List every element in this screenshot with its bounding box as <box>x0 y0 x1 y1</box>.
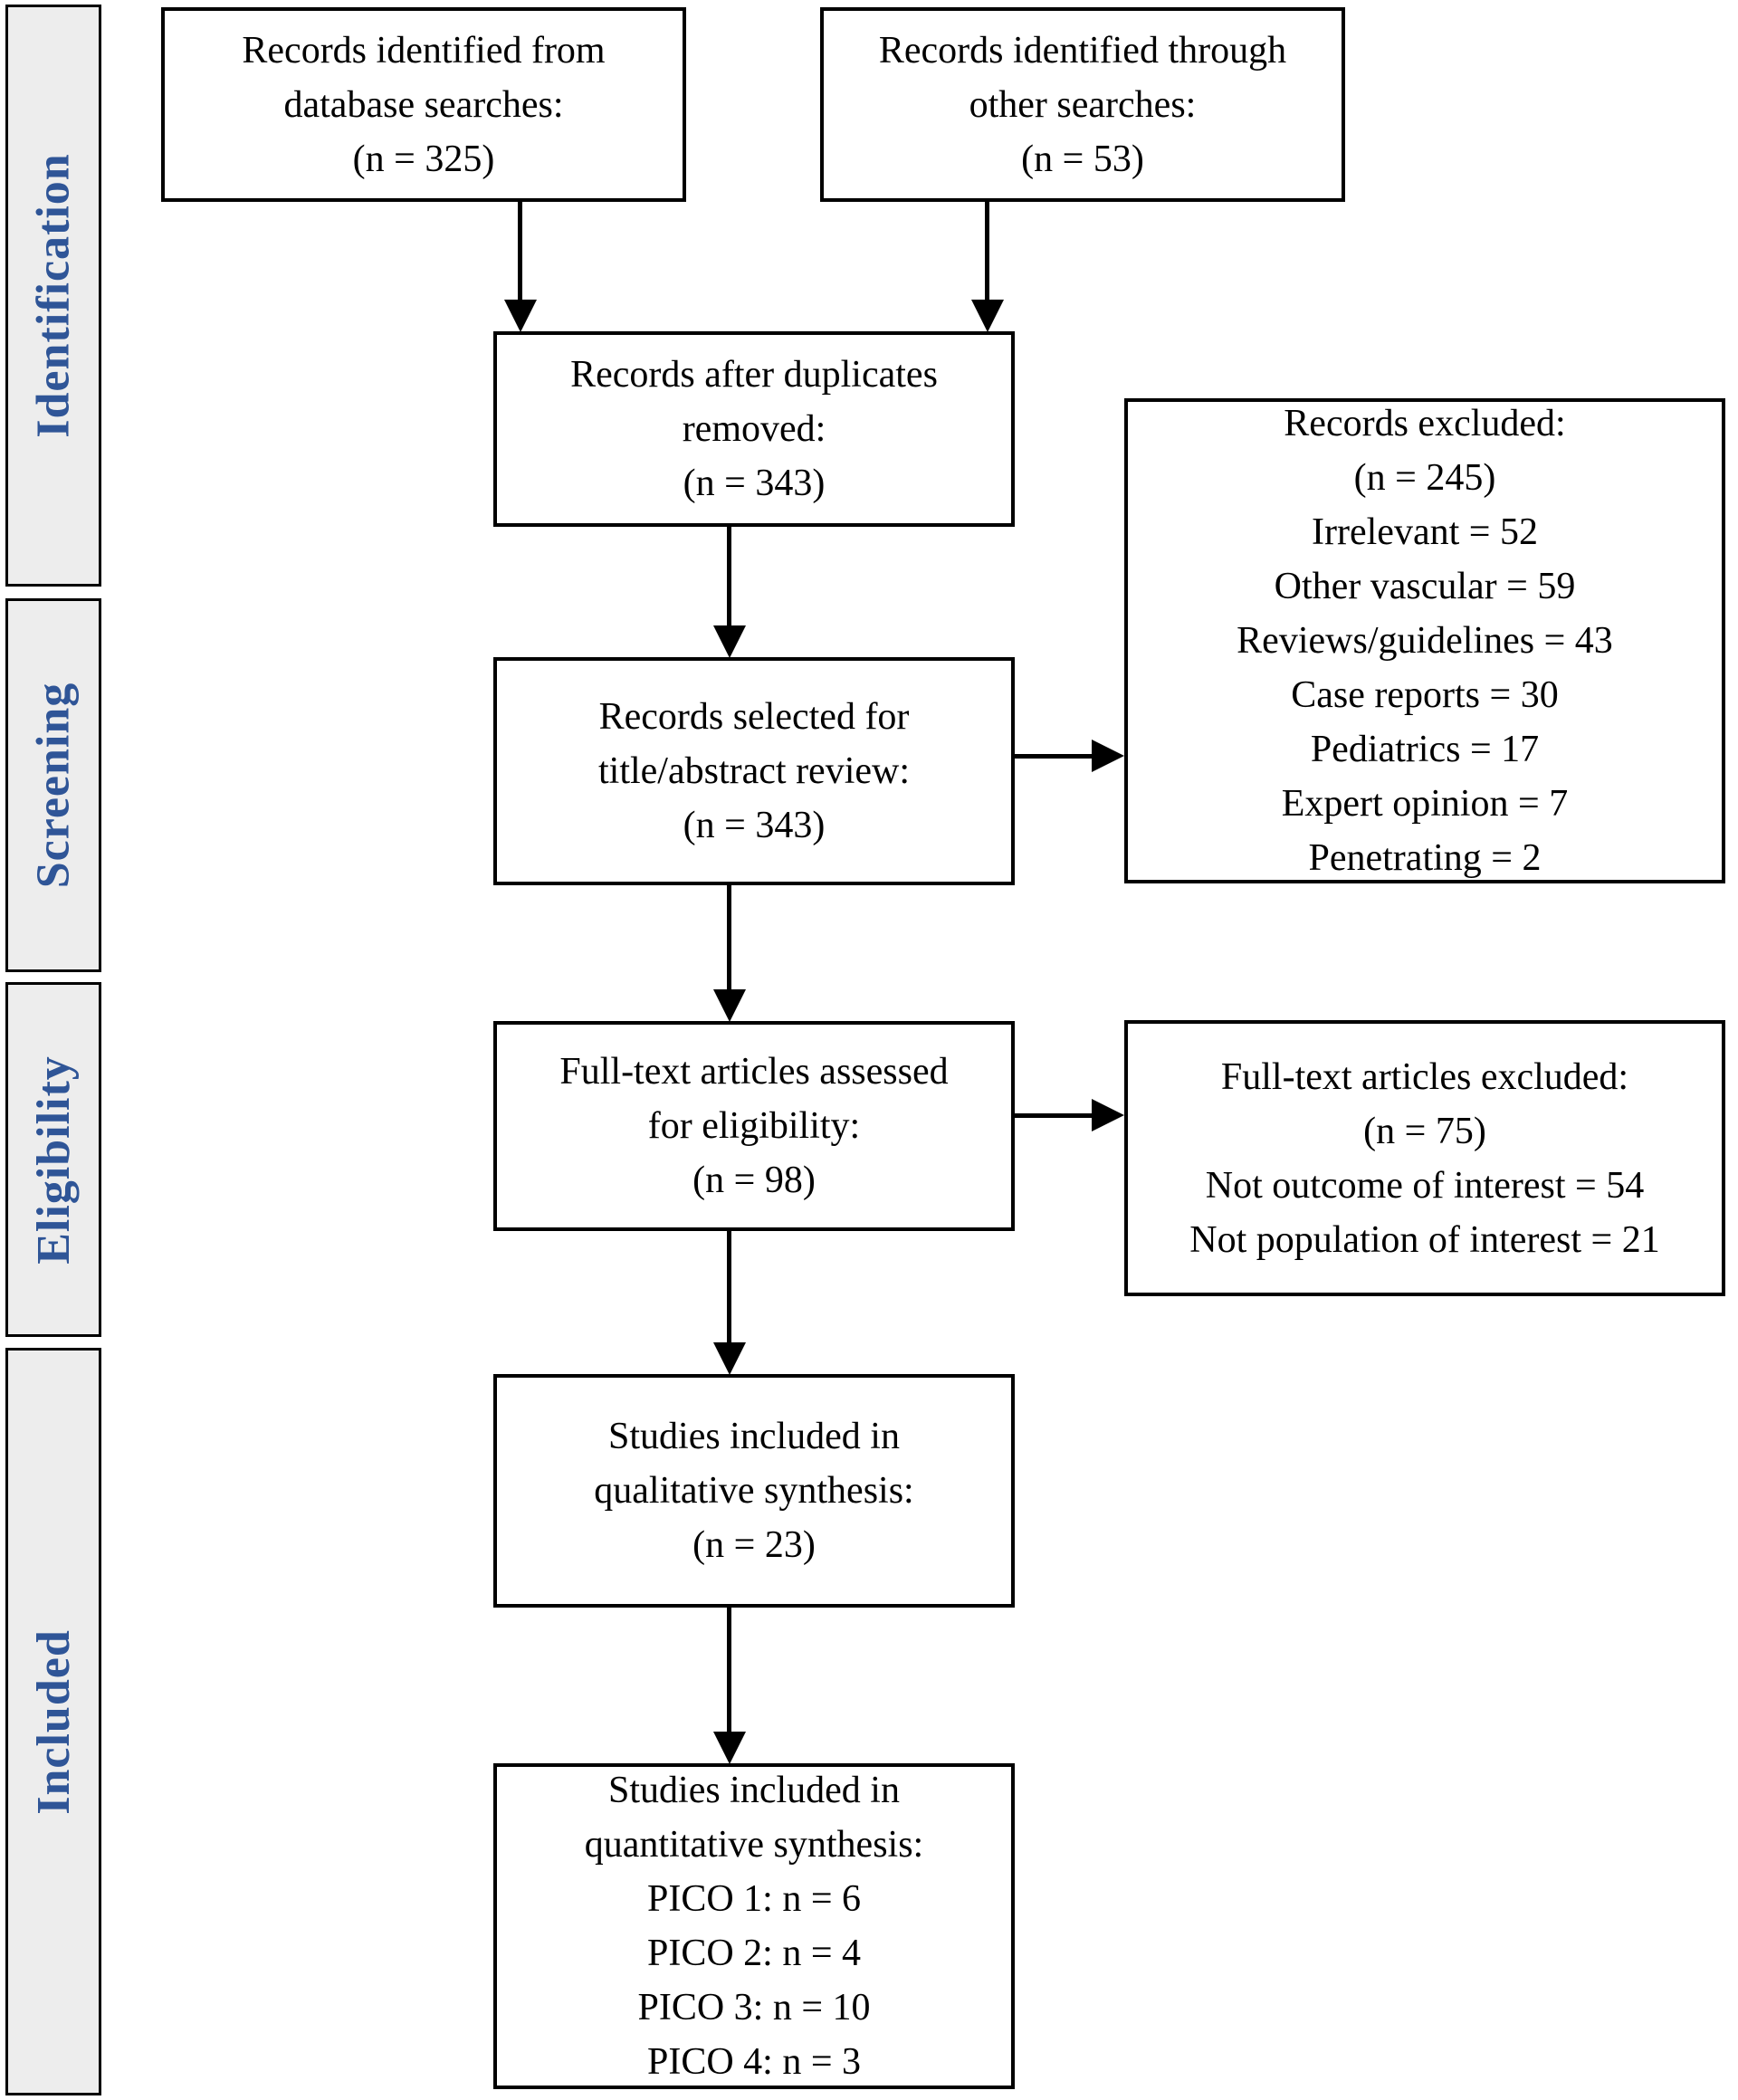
box-quantitative-synthesis: Studies included in quantitative synthes… <box>493 1763 1015 2089</box>
arrowhead-right-icon <box>1092 1099 1124 1131</box>
box-title-abstract-review: Records selected for title/abstract revi… <box>493 657 1015 885</box>
arrow-line <box>727 526 731 630</box>
box-text: Studies included in qualitative synthesi… <box>594 1416 914 1566</box>
arrow-line <box>1014 1113 1095 1118</box>
stage-label: Identification <box>27 153 80 438</box>
box-records-identified-other: Records identified through other searche… <box>820 7 1345 202</box>
stage-label: Screening <box>27 682 80 889</box>
box-text: Records identified from database searche… <box>242 29 606 180</box>
arrowhead-down-icon <box>504 300 537 332</box>
stage-screening: Screening <box>5 598 101 972</box>
arrow-line <box>518 201 522 302</box>
stage-label: Eligibility <box>27 1055 80 1265</box>
arrow-line <box>985 201 989 302</box>
arrowhead-right-icon <box>1092 740 1124 772</box>
box-text: Records selected for title/abstract revi… <box>597 696 911 846</box>
box-text: Full-text articles excluded: (n = 75) No… <box>1189 1055 1660 1261</box>
arrowhead-down-icon <box>713 625 746 658</box>
box-text: Full-text articles assessed for eligibil… <box>559 1051 949 1201</box>
arrow-line <box>727 1230 731 1345</box>
box-fulltext-assessed: Full-text articles assessed for eligibil… <box>493 1021 1015 1231</box>
box-records-excluded: Records excluded: (n = 245) Irrelevant =… <box>1124 398 1725 883</box>
box-records-after-duplicates: Records after duplicates removed: (n = 3… <box>493 331 1015 527</box>
stage-included: Included <box>5 1348 101 2095</box>
box-qualitative-synthesis: Studies included in qualitative synthesi… <box>493 1374 1015 1608</box>
stage-identification: Identification <box>5 5 101 587</box>
stage-label: Included <box>27 1628 80 1815</box>
arrowhead-down-icon <box>713 1732 746 1764</box>
box-text: Records identified through other searche… <box>878 29 1287 180</box>
arrow-line <box>727 1607 731 1734</box>
box-records-identified-databases: Records identified from database searche… <box>161 7 686 202</box>
box-text: Records excluded: (n = 245) Irrelevant =… <box>1237 403 1613 879</box>
arrow-line <box>1014 754 1095 759</box>
stage-eligibility: Eligibility <box>5 982 101 1337</box>
box-fulltext-excluded: Full-text articles excluded: (n = 75) No… <box>1124 1020 1725 1296</box>
arrowhead-down-icon <box>713 989 746 1022</box>
arrowhead-down-icon <box>971 300 1004 332</box>
arrow-line <box>727 884 731 992</box>
box-text: Records after duplicates removed: (n = 3… <box>570 354 938 504</box>
box-text: Studies included in quantitative synthes… <box>584 1770 924 2083</box>
arrowhead-down-icon <box>713 1342 746 1375</box>
